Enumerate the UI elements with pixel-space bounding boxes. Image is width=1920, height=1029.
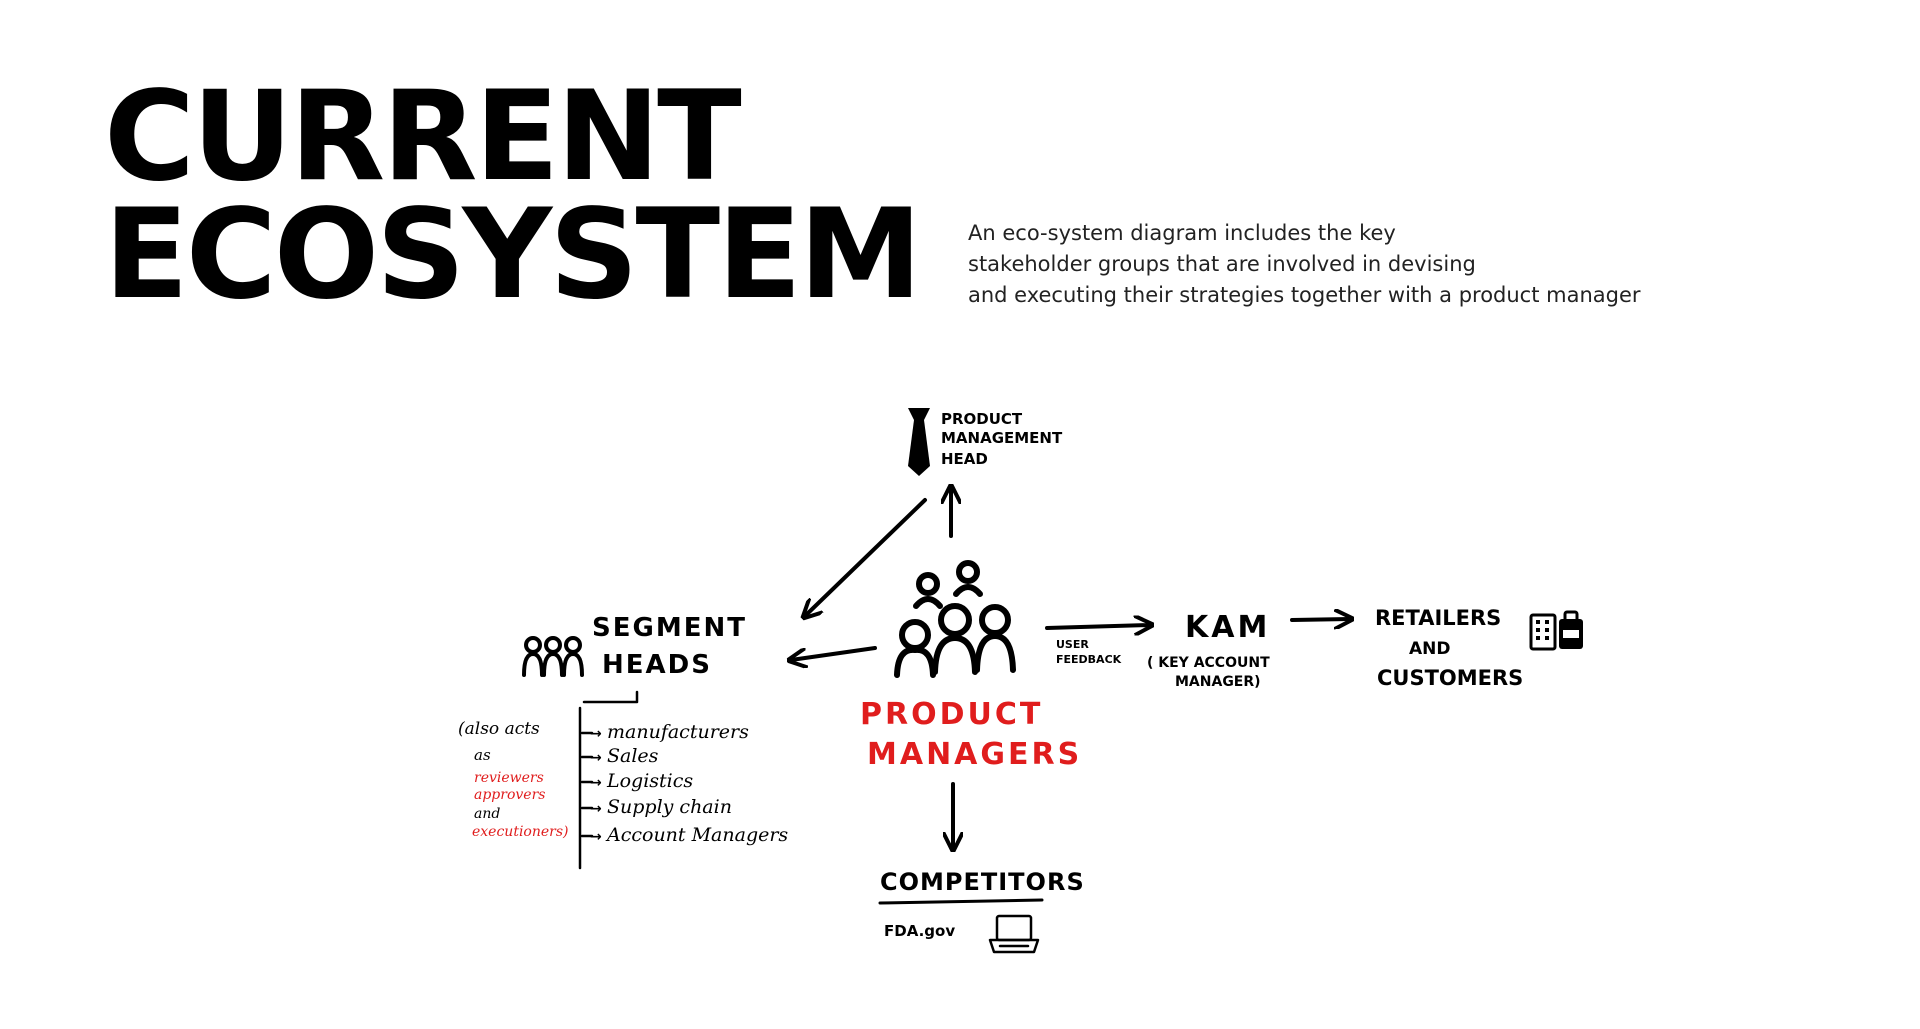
laptop-icon	[988, 914, 1040, 954]
description-line-2: stakeholder groups that are involved in …	[968, 252, 1476, 276]
kam-sub-1: ( KEY ACCOUNT	[1147, 655, 1270, 671]
kam-label: KAM	[1185, 610, 1270, 645]
note-line-6: executioners)	[472, 824, 569, 840]
competitors-node: COMPETITORS FDA.gov	[878, 868, 1085, 954]
arrow-to-retailers	[1290, 619, 1350, 620]
note-line-1: (also acts	[458, 719, 540, 739]
description: An eco-system diagram includes the key s…	[968, 218, 1728, 311]
tie-icon	[908, 408, 930, 476]
user-feedback-label: USER FEEDBACK	[1056, 638, 1122, 666]
arrows	[791, 488, 1350, 848]
segment-heads-node: SEGMENT HEADS →manufacturers→Sales→Logis…	[458, 613, 788, 870]
arrow-pm-head-to-segment	[805, 498, 927, 616]
pm-head-line-3: HEAD	[941, 450, 988, 468]
segment-bracket	[578, 690, 639, 870]
note-line-5: and	[474, 806, 500, 822]
competitors-label: COMPETITORS	[880, 868, 1085, 896]
pm-head-line-1: PRODUCT	[941, 410, 1023, 428]
segment-item-arrow-icon: →	[590, 801, 602, 817]
user-feedback-line-1: USER	[1056, 638, 1089, 651]
segment-item: Logistics	[606, 770, 693, 792]
product-managers-node: PRODUCT MANAGERS	[860, 560, 1082, 772]
people-icon	[522, 636, 584, 677]
retailers-line-1: RETAILERS	[1375, 606, 1501, 630]
segment-item: manufacturers	[607, 721, 749, 743]
note-line-4: approvers	[474, 787, 545, 803]
segment-note: (also acts as reviewers approvers and ex…	[458, 719, 569, 840]
segment-item: Sales	[607, 745, 659, 767]
kam-node: KAM ( KEY ACCOUNT MANAGER)	[1147, 610, 1270, 690]
segment-item-arrow-icon: →	[590, 726, 602, 742]
page-title: CURRENT ECOSYSTEM	[104, 65, 922, 327]
segment-item-arrow-icon: →	[590, 750, 602, 766]
product-managers-line-2: MANAGERS	[867, 737, 1082, 772]
segment-item-arrow-icon: →	[590, 775, 602, 791]
note-line-2: as	[474, 746, 491, 764]
segment-items: →manufacturers→Sales→Logistics→Supply ch…	[590, 721, 788, 846]
note-line-3: reviewers	[474, 770, 544, 786]
competitors-sub: FDA.gov	[884, 922, 955, 940]
segment-item-arrow-icon: →	[590, 829, 602, 845]
pm-head-node: PRODUCT MANAGEMENT HEAD	[908, 408, 1063, 476]
shop-icon	[1529, 610, 1583, 651]
description-line-1: An eco-system diagram includes the key	[968, 221, 1396, 245]
arrow-to-segment-heads	[791, 646, 877, 660]
title-line-2: ECOSYSTEM	[104, 183, 922, 327]
retailers-line-3: CUSTOMERS	[1377, 666, 1523, 690]
arrow-to-kam	[1045, 625, 1150, 628]
segment-heads-line-2: HEADS	[602, 650, 712, 680]
segment-item: Supply chain	[607, 796, 732, 818]
retailers-line-2: AND	[1409, 639, 1451, 659]
people-group-icon	[894, 560, 1016, 678]
user-feedback-line-2: FEEDBACK	[1056, 653, 1122, 666]
segment-item: Account Managers	[605, 824, 788, 846]
competitors-underline	[878, 898, 1044, 905]
title-line-1: CURRENT	[104, 65, 742, 209]
segment-heads-line-1: SEGMENT	[592, 613, 747, 643]
pm-head-line-2: MANAGEMENT	[941, 429, 1063, 447]
retailers-node: RETAILERS AND CUSTOMERS	[1375, 606, 1583, 690]
description-line-3: and executing their strategies together …	[968, 283, 1641, 307]
product-managers-line-1: PRODUCT	[860, 697, 1043, 732]
kam-sub-2: MANAGER)	[1175, 674, 1261, 690]
